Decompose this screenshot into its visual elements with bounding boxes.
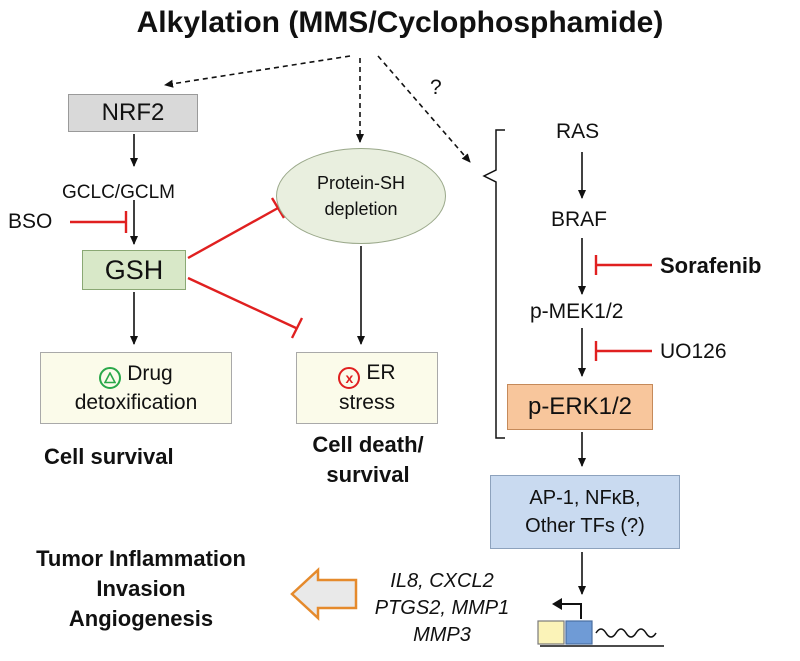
drug-label: Drug (127, 361, 173, 385)
er-label: ER (366, 361, 396, 384)
uo126-label: UO126 (660, 340, 727, 363)
dashed-arrow-to-nrf2 (164, 55, 351, 88)
target-genes-label: IL8, CXCL2 PTGS2, MMP1 MMP3 (374, 570, 510, 646)
diagram-title: Alkylation (MMS/Cyclophosphamide) (136, 6, 664, 39)
cell-death-survival-label: Cell death/ survival (312, 432, 424, 487)
gene-promoter-icon (537, 598, 664, 647)
braf-label: BRAF (551, 208, 608, 231)
output-arrow-icon (290, 567, 358, 621)
other-tfs-label: Other TFs (?) (525, 515, 645, 537)
dashed-arrows (164, 55, 471, 163)
ras-label: RAS (556, 120, 600, 143)
detoxification-label: detoxification (74, 390, 198, 414)
triangle-in-circle-icon (99, 366, 122, 389)
gclc-gclm-label: GCLC/GCLM (62, 182, 175, 203)
unknown-link-question-mark: ? (430, 76, 442, 99)
depletion-label: depletion (324, 199, 398, 219)
protein-sh-label: Protein-SH (316, 173, 406, 193)
ap1-nfkb-label: AP-1, NFκB, (529, 487, 641, 509)
bso-label: BSO (8, 210, 53, 233)
perk-node: p-ERK1/2 (507, 384, 653, 430)
dashed-arrow-to-ras-pathway (377, 55, 471, 163)
pmek-label: p-MEK1/2 (530, 300, 624, 323)
inhibit-gsh-to-protein-line (187, 206, 279, 260)
transcription-factors-node: AP-1, NFκB, Other TFs (?) (490, 475, 680, 549)
inhibit-gsh-to-er-bar (290, 317, 304, 339)
nrf2-node: NRF2 (68, 94, 198, 132)
pathway-bracket (482, 129, 505, 439)
x-in-circle-icon: x (338, 367, 361, 389)
stress-label: stress (338, 391, 395, 414)
cell-survival-label: Cell survival (44, 444, 174, 469)
inhibit-gsh-to-er-line (187, 276, 297, 330)
sorafenib-label: Sorafenib (660, 253, 762, 278)
tumor-outcomes-label: Tumor Inflammation Invasion Angiogenesis (36, 546, 246, 631)
protein-sh-depletion-node: Protein-SH depletion (276, 148, 446, 244)
drug-detox-node: Drug detoxification (40, 352, 232, 424)
gsh-node: GSH (82, 250, 186, 290)
